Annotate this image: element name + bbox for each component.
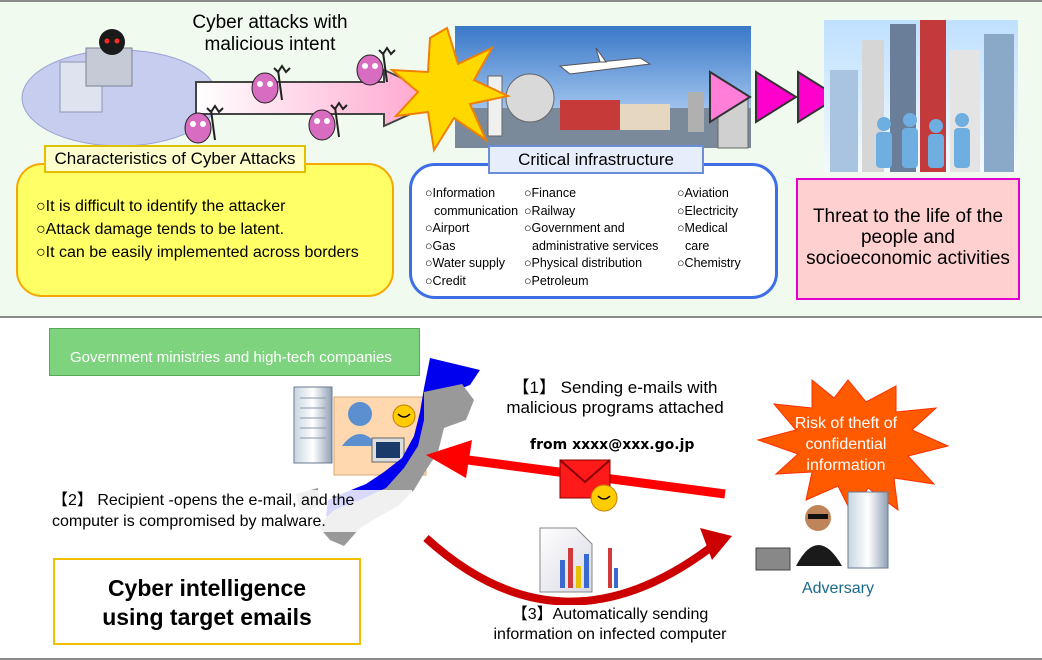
infrastructure-item: ○Physical distribution <box>524 256 643 271</box>
infrastructure-item: ○Chemistry <box>677 256 741 271</box>
gov-banner: Government ministries and high-tech comp… <box>49 328 420 376</box>
step2-line: computer is compromised by malware. <box>52 513 326 530</box>
threat-box: Threat to the life of the people and soc… <box>796 178 1020 300</box>
devil-icon <box>356 46 396 86</box>
infrastructure-item: ○Petroleum <box>524 273 589 288</box>
infrastructure-illustration <box>455 26 751 149</box>
characteristic-item: ○It is difficult to identify the attacke… <box>36 198 286 215</box>
risk-line: Risk of theft of <box>794 415 898 432</box>
infrastructure-item: ○Airport <box>425 221 470 236</box>
step1-line: 【1】 Sending e-mails with <box>512 378 718 397</box>
adversary-label: Adversary <box>801 580 875 597</box>
critical-infrastructure-box <box>409 163 778 299</box>
infrastructure-column: ○Finance ○Railway ○Government and admini… <box>524 185 658 291</box>
infrastructure-item: ○Finance <box>524 186 577 200</box>
from-address: from xxxx@xxx.go.jp <box>530 437 695 453</box>
step1-text: 【1】 Sending e-mails with malicious progr… <box>490 378 740 418</box>
infrastructure-item: care <box>685 238 710 253</box>
chart-document-icon <box>539 527 618 593</box>
threat-line: people and <box>860 227 956 248</box>
characteristics-box: ○It is difficult to identify the attacke… <box>16 163 394 297</box>
step3-text: 【3】Automatically sending information on … <box>460 605 760 645</box>
infrastructure-item: ○Credit <box>425 273 466 288</box>
threat-line: socioeconomic activities <box>806 248 1010 269</box>
characteristic-item: ○Attack damage tends to be latent. <box>36 221 285 238</box>
infrastructure-item: ○Medical <box>677 221 728 236</box>
infrastructure-item: ○Water supply <box>425 256 506 271</box>
attacker-illustration <box>21 29 219 147</box>
risk-text: Risk of theft of confidential informatio… <box>786 413 906 476</box>
step3-line: 【3】Automatically sending <box>511 606 709 623</box>
explosion-icon <box>389 26 512 153</box>
characteristic-item: ○It can be easily implemented across bor… <box>36 244 359 261</box>
risk-line: confidential <box>805 436 887 453</box>
critical-infrastructure-label: Critical infrastructure <box>488 145 704 174</box>
step3-line: information on infected computer <box>493 626 727 643</box>
malware-face-icon <box>392 404 416 428</box>
characteristics-label: Characteristics of Cyber Attacks <box>44 145 306 173</box>
attack-title: Cyber attacks with malicious intent <box>150 12 390 56</box>
risk-line: information <box>806 457 886 474</box>
infrastructure-item: administrative services <box>532 238 659 253</box>
infrastructure-item: ○Information <box>425 186 496 200</box>
devil-icon <box>184 104 224 144</box>
intel-line: Cyber intelligence <box>107 575 307 601</box>
cyber-intelligence-box: Cyber intelligence using target emails <box>53 558 361 645</box>
adversary-icon <box>755 491 889 571</box>
threat-line: Threat to the life of the <box>812 206 1004 227</box>
infrastructure-item: ○Gas <box>425 238 456 253</box>
chevron-arrows <box>709 70 840 124</box>
red-return-arrow <box>423 528 732 606</box>
infrastructure-item: ○Railway <box>524 203 576 218</box>
step2-line: 【2】 Recipient -opens the e-mail, and the <box>52 492 355 509</box>
infrastructure-item: ○Aviation <box>677 186 729 200</box>
infrastructure-item: communication <box>434 203 519 218</box>
step2-text: 【2】 Recipient -opens the e-mail, and the… <box>52 490 412 532</box>
intel-line: using target emails <box>102 604 312 630</box>
infrastructure-column: ○Information communication ○Airport ○Gas… <box>425 185 518 291</box>
infrastructure-column: ○Aviation ○Electricity ○Medical care ○Ch… <box>677 185 741 273</box>
step1-line: malicious programs attached <box>506 398 724 417</box>
devil-icon <box>251 64 291 104</box>
infrastructure-item: ○Government and <box>524 221 625 236</box>
devil-icon <box>308 101 348 141</box>
envelope-icon <box>559 459 618 512</box>
attack-title-line: Cyber attacks with <box>192 12 348 33</box>
target-server-icon <box>293 386 333 464</box>
infrastructure-item: ○Electricity <box>677 203 739 218</box>
city-people-illustration <box>824 20 1018 172</box>
attack-title-line: malicious intent <box>204 34 336 55</box>
